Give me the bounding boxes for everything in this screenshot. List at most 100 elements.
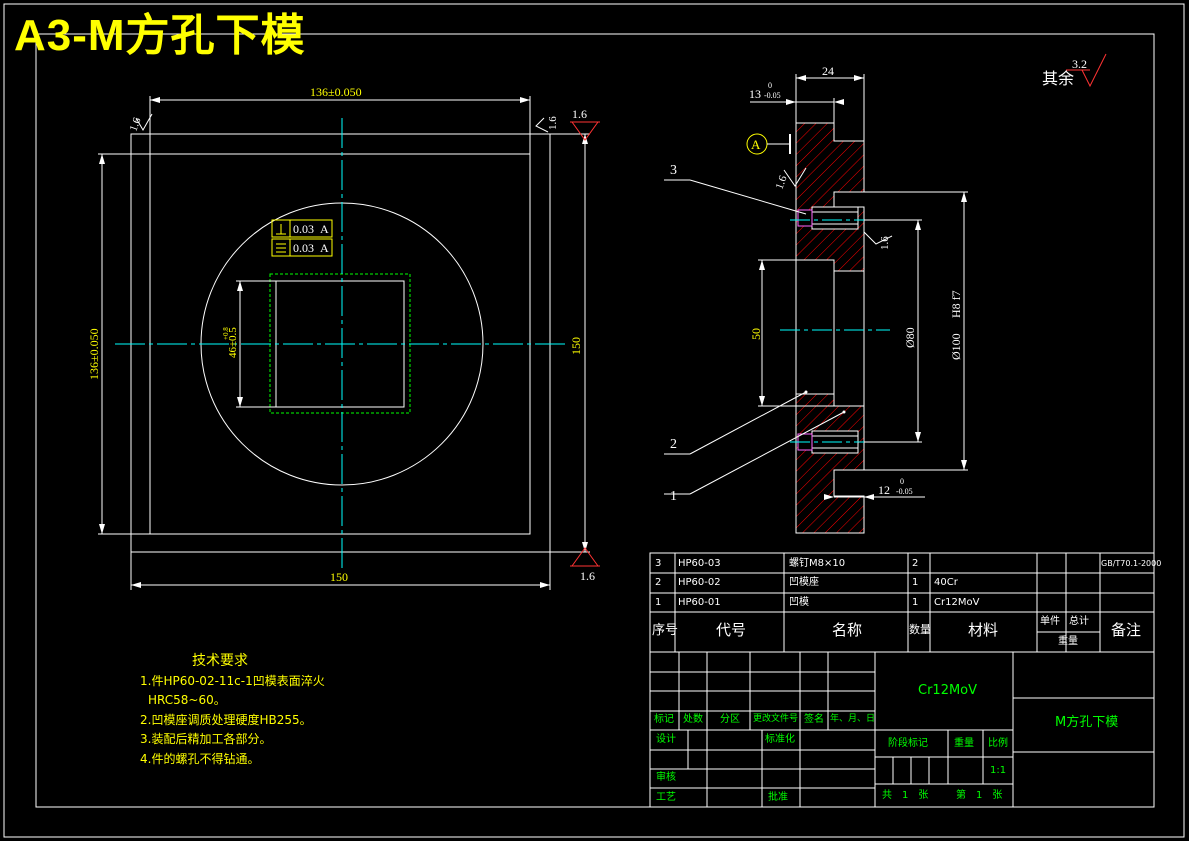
plan-outer-square [130, 133, 551, 553]
tb-label: 阶段标记 [888, 738, 928, 749]
bom-header-weight: 重量 [1058, 636, 1078, 647]
tb-label: 标准化 [765, 734, 795, 745]
tech-item: HRC58~60。 [148, 693, 226, 707]
rough-tr: 1.6 [547, 116, 559, 130]
sheet-border-inner [35, 33, 1155, 808]
tech-heading: 技术要求 [192, 653, 248, 669]
tb-label: 工艺 [656, 792, 676, 803]
gdt-perp-datum: A [320, 222, 329, 236]
datum-a-label: A [751, 137, 761, 152]
gdt-frame-perpendicularity [271, 219, 333, 238]
bom-code: HP60-02 [678, 577, 721, 588]
tb-label: 重量 [954, 738, 974, 749]
section-upper-hatch [795, 122, 865, 272]
section-view: 24 13 0 -0.05 12 0 -0.05 50 Ø80 Ø100 H8 … [664, 53, 1107, 534]
bom-header-no: 序号 [652, 623, 679, 638]
gdt-par-datum: A [320, 241, 329, 255]
bom-material: 40Cr [934, 577, 958, 588]
roughness-symbol [571, 121, 599, 141]
bom-header-name: 名称 [832, 621, 863, 639]
bom-name: 螺钉M8×10 [789, 558, 846, 569]
bom-no: 1 [655, 597, 662, 608]
tb-label: 批准 [768, 792, 788, 803]
screw-upper [811, 206, 859, 230]
tb-label: 年、月、日 [830, 714, 876, 724]
rough-tr2: 1.6 [572, 107, 587, 121]
bom-header-total: 总计 [1069, 616, 1089, 627]
plan-view: 136±0.050 136±0.050 150 150 46±0.5 +0.8 … [87, 85, 600, 590]
gdt-perp-value: 0.03 [293, 222, 314, 236]
tb-label: 审核 [656, 772, 676, 783]
callout-1: 1 [670, 489, 677, 504]
dim-top-136: 136±0.050 [310, 85, 362, 99]
dim-13-tol-up: 0 [768, 81, 772, 90]
rough-br: 1.6 [580, 569, 595, 583]
tech-item: 2.凹模座调质处理硬度HB255。 [140, 712, 312, 727]
dim-13-tol-low: -0.05 [764, 91, 781, 100]
tb-label: 分区 [720, 714, 740, 725]
dim-left-136: 136±0.050 [87, 328, 101, 380]
sheet-border-outer [3, 3, 1185, 838]
surface-note-label: 其余 [1042, 69, 1074, 88]
bom-material: Cr12MoV [934, 597, 980, 608]
bom-no: 2 [655, 577, 662, 588]
tb-label: 处数 [683, 714, 703, 725]
tb-label: 更改文件号 [753, 714, 799, 724]
tech-item: 3.装配后精加工各部分。 [140, 732, 272, 746]
dim-12-tol-up: 0 [900, 477, 904, 486]
bom-header-unit: 单件 [1040, 616, 1060, 627]
dim-hole-46: 46±0.5 [227, 327, 239, 358]
bom-header-material: 材料 [968, 621, 999, 639]
roughness-symbol [135, 113, 153, 132]
bom-code: HP60-01 [678, 597, 721, 608]
bom-header-note: 备注 [1111, 621, 1142, 639]
dim-12: 12 [878, 483, 890, 497]
bom-header-qty: 数量 [909, 623, 931, 636]
title-block-grid [649, 552, 1155, 808]
callout-2: 2 [670, 437, 677, 452]
dim-50: 50 [749, 328, 763, 340]
surface-note-value: 3.2 [1072, 57, 1087, 71]
bom-code: HP60-03 [678, 558, 721, 569]
dim-80: Ø80 [903, 327, 917, 348]
tb-material: Cr12MoV [918, 683, 978, 698]
rough-tl: 1.6 [128, 116, 144, 133]
dim-100: Ø100 [949, 333, 963, 360]
dim-bottom-150: 150 [330, 570, 348, 584]
tb-label: 比例 [988, 738, 1008, 749]
callout-3: 3 [670, 163, 677, 178]
dim-12-tol-low: -0.05 [896, 487, 913, 496]
dim-13: 13 [749, 87, 761, 101]
tb-sheets: 共 1 张 [882, 790, 929, 801]
dim-right-150: 150 [569, 337, 583, 355]
dim-24: 24 [822, 64, 834, 78]
technical-requirements: 技术要求 1.件HP60-02-11c-1凹模表面淬火 HRC58~60。 2.… [140, 652, 325, 769]
bom-name: 凹模座 [789, 577, 819, 588]
roughness-symbol [535, 117, 549, 133]
dim-hole-tol: +0.8 [222, 327, 230, 340]
bom-no: 3 [655, 558, 662, 569]
roughness-symbol [571, 547, 599, 567]
tb-label: 标记 [654, 714, 674, 725]
bom-qty: 2 [912, 558, 919, 569]
section-lower-hatch [795, 393, 865, 534]
tech-item: 4.件的螺孔不得钻通。 [140, 751, 260, 766]
drawing-title: A3-M方孔下模 [14, 11, 306, 60]
rough-section-a: 1.6 [774, 174, 790, 191]
square-hole-outline [269, 273, 411, 414]
tech-item: 1.件HP60-02-11c-1凹模表面淬火 [140, 673, 325, 688]
tb-label: 设计 [656, 734, 676, 745]
tb-sheet: 第 1 张 [956, 790, 1003, 801]
bom-header-code: 代号 [716, 621, 747, 639]
bom-qty: 1 [912, 577, 919, 588]
tb-part-name: M方孔下模 [1055, 715, 1119, 730]
bom-name: 凹模 [789, 597, 809, 608]
bom-qty: 1 [912, 597, 919, 608]
tb-scale: 1:1 [990, 765, 1007, 776]
bom-note: GB/T70.1-2000 [1101, 559, 1162, 568]
gdt-frame-parallelism [271, 238, 333, 257]
fit-h8f7: H8 f7 [949, 290, 963, 318]
gdt-par-value: 0.03 [293, 241, 314, 255]
tb-label: 签名 [804, 714, 824, 725]
